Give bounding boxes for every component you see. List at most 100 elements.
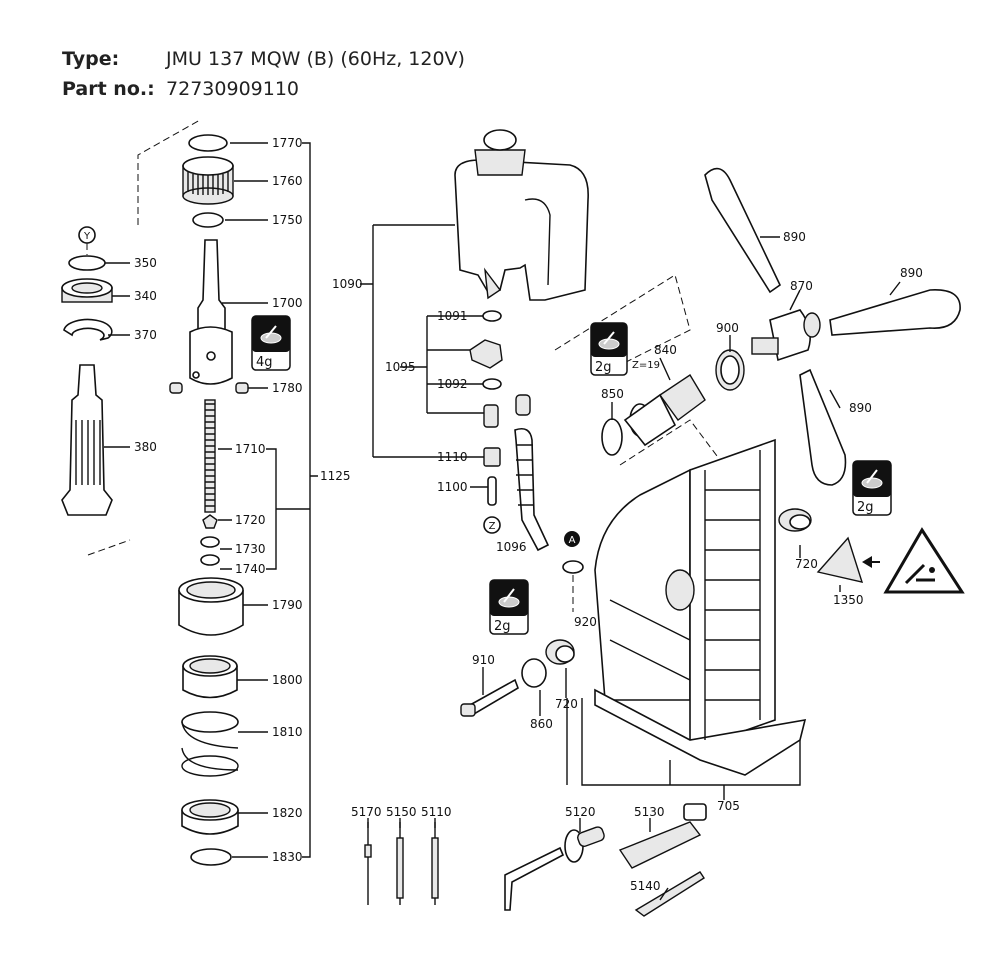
label-1125: 1125 (320, 469, 351, 483)
label-1760: 1760 (272, 174, 303, 188)
part-910-screw (460, 678, 519, 717)
label-5130: 5130 (634, 805, 665, 819)
label-370: 370 (134, 328, 157, 342)
label-860: 860 (530, 717, 553, 731)
marker-y-text: Y (83, 231, 91, 242)
coolant-tank-group: 1090 Z 1091 1095 1092 1110 1100 1096 (332, 129, 589, 554)
label-720-right: 720 (795, 557, 818, 571)
part-1820-bushing (181, 799, 239, 835)
label-1700: 1700 (272, 296, 303, 310)
part-5120-tool (504, 826, 605, 911)
label-1830: 1830 (272, 850, 303, 864)
label-1780: 1780 (272, 381, 303, 395)
spindle-stack: 4g (87, 119, 351, 866)
part-1100-pin (487, 476, 497, 506)
part-1095-valve (469, 339, 503, 369)
label-5140: 5140 (630, 879, 661, 893)
part-5110-drill (431, 822, 439, 905)
warning-sign-icon (883, 527, 965, 594)
part-1720-ball (202, 514, 218, 529)
part-1800-bushing (182, 655, 238, 699)
part-870-hub (751, 309, 821, 362)
marker-a (564, 531, 580, 547)
label-705: 705 (717, 799, 740, 813)
part-1350-label (816, 536, 864, 583)
part-5150-drill (396, 822, 404, 905)
part-1092-oring (482, 378, 502, 390)
part-valve-nipple (483, 404, 499, 428)
grease-2g-badge-c: 2g (489, 579, 529, 635)
type-label: Type: (62, 48, 120, 70)
part-1091-oring (482, 310, 502, 322)
label-1350: 1350 (833, 593, 864, 607)
part-890-handle-top (704, 167, 782, 294)
grease-4g-badge: 4g (251, 315, 291, 371)
label-1730: 1730 (235, 542, 266, 556)
part-705-base-frame (594, 419, 807, 776)
part-1700-spindle (189, 239, 233, 385)
label-920: 920 (574, 615, 597, 629)
shaft-group: Y 350 340 370 380 (61, 226, 157, 516)
part-1110-nut (483, 447, 501, 467)
type-value: JMU 137 MQW (B) (60Hz, 120V) (166, 48, 465, 70)
marker-z-text: Z (489, 521, 496, 532)
label-380: 380 (134, 440, 157, 454)
part-1710-spring (204, 399, 216, 513)
label-900: 900 (716, 321, 739, 335)
arrow-head-icon (862, 556, 872, 568)
label-1770: 1770 (272, 136, 303, 150)
label-1750: 1750 (272, 213, 303, 227)
part-890-handle-right (829, 289, 961, 336)
part-900-gear-ring (715, 349, 745, 391)
marker-a-text: A (569, 535, 576, 546)
part-1090-tank (454, 129, 589, 301)
part-1770-ring (188, 134, 228, 152)
grease-2g-badge-b: 2g (852, 460, 892, 516)
label-890-top: 890 (783, 230, 806, 244)
part-5130-strap (618, 803, 707, 869)
label-1096: 1096 (496, 540, 527, 554)
accessories: 5170 5150 5110 5120 5130 5140 (351, 803, 707, 917)
part-1730-ring (200, 536, 220, 548)
label-1790: 1790 (272, 598, 303, 612)
part-720-cap-left (545, 639, 575, 665)
part-340-bearing (61, 278, 113, 303)
label-1092: 1092 (437, 377, 468, 391)
label-5170: 5170 (351, 805, 382, 819)
label-1090: 1090 (332, 277, 363, 291)
part-720-cap-right (778, 508, 812, 532)
part-number-line: Part no.: 72730909110 (62, 78, 299, 100)
part-890-handle-bottom (799, 368, 847, 486)
label-5150: 5150 (386, 805, 417, 819)
type-line: Type: JMU 137 MQW (B) (60Hz, 120V) (62, 48, 465, 70)
part-1810-spring (181, 711, 239, 777)
label-850: 850 (601, 387, 624, 401)
grease-2g-text-c: 2g (494, 619, 511, 634)
label-1810: 1810 (272, 725, 303, 739)
label-890-right: 890 (900, 266, 923, 280)
part-5170-pin (364, 822, 372, 905)
grease-2g-badge-a: 2g (590, 322, 628, 376)
label-350: 350 (134, 256, 157, 270)
part-number-label: Part no.: (62, 78, 155, 100)
part-number-value: 72730909110 (166, 78, 300, 100)
label-1095: 1095 (385, 360, 416, 374)
label-1740: 1740 (235, 562, 266, 576)
part-850-ring (601, 418, 623, 456)
label-890-bottom: 890 (849, 401, 872, 415)
label-1091: 1091 (437, 309, 468, 323)
label-870: 870 (790, 279, 813, 293)
handle-group: 2g Z=19 890 870 890 890 900 840 850 (554, 167, 961, 486)
part-380-shaft (61, 364, 113, 516)
label-1100: 1100 (437, 480, 468, 494)
label-340: 340 (134, 289, 157, 303)
grease-2g-text-a: 2g (595, 360, 612, 375)
part-1830-ring (190, 848, 232, 866)
part-370-circlip (63, 318, 113, 341)
label-1820: 1820 (272, 806, 303, 820)
label-1720: 1720 (235, 513, 266, 527)
part-860-ring (521, 658, 547, 688)
label-910: 910 (472, 653, 495, 667)
part-1780-pin-right (235, 382, 249, 394)
